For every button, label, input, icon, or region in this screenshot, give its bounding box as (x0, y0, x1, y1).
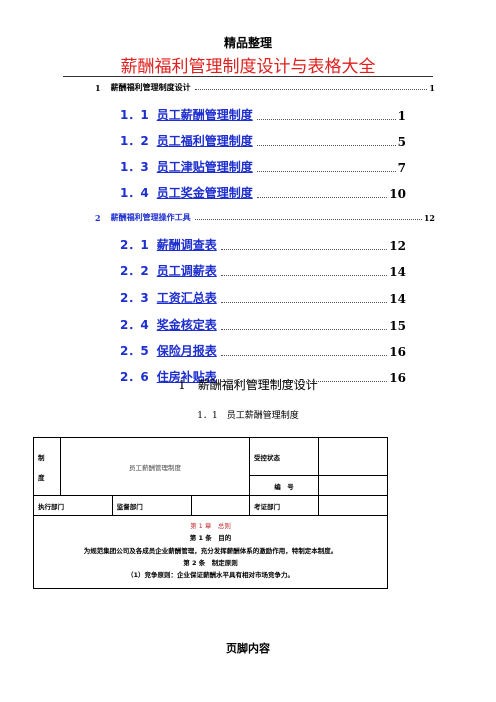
toc-number: 1．3 (120, 160, 149, 174)
toc-leader (194, 89, 428, 90)
toc-label: 员工津贴管理制度 (156, 160, 253, 174)
doc-name-cell: 员工薪酬管理制度 (60, 437, 250, 496)
toc-page: 12 (389, 239, 406, 253)
title-divider (63, 76, 433, 77)
verify-dept-label: 考证部门 (249, 495, 319, 516)
subsection-heading: 1．1 员工薪酬管理制度 (197, 411, 299, 421)
toc-leader (220, 329, 388, 330)
toc-entry-section-2[interactable]: 2 薪酬福利管理操作工具 12 (95, 212, 435, 223)
section-heading: 1 薪酬福利管理制度设计 (178, 378, 318, 392)
toc-page: 1 (429, 83, 435, 93)
toc-label: 员工调薪表 (156, 264, 217, 278)
toc-entry[interactable]: 1．2 员工福利管理制度 5 (120, 132, 406, 149)
control-status-value[interactable] (318, 437, 388, 476)
toc-entry[interactable]: 2．4 奖金核定表 15 (120, 316, 406, 333)
toc-leader (194, 219, 422, 220)
toc-leader (220, 355, 388, 356)
exec-dept-label: 执行部门 (33, 495, 113, 516)
toc-entry[interactable]: 2．3 工资汇总表 14 (120, 289, 406, 306)
toc-page: 14 (389, 292, 406, 306)
toc-leader (256, 119, 396, 120)
table-cell-system: 制度 (33, 437, 61, 496)
article-heading: 第 1 条 目的 (189, 534, 232, 543)
toc-page: 5 (397, 135, 406, 149)
toc-entry[interactable]: 1．4 员工奖金管理制度 10 (120, 184, 406, 201)
number-label: 编 号 (249, 475, 319, 496)
number-value[interactable] (318, 475, 388, 496)
toc-label: 薪酬调查表 (156, 238, 217, 252)
supervise-dept-label: 监督部门 (111, 495, 192, 516)
toc-number: 1．1 (120, 108, 149, 122)
toc-label: 员工福利管理制度 (156, 134, 253, 148)
toc-leader (256, 171, 396, 172)
toc-number: 1．4 (120, 186, 149, 200)
toc-leader (256, 145, 396, 146)
toc-entry[interactable]: 1．3 员工津贴管理制度 7 (120, 158, 406, 175)
toc-page: 16 (389, 345, 406, 359)
toc-number: 2．6 (120, 370, 149, 384)
toc-entry[interactable]: 2．2 员工调薪表 14 (120, 262, 406, 279)
policy-table: 制度 员工薪酬管理制度 受控状态 编 号 执行部门 监督部门 考证部门 第 1 … (33, 437, 388, 589)
toc-page: 10 (389, 187, 406, 201)
toc-leader (220, 275, 388, 276)
toc-entry[interactable]: 2．1 薪酬调查表 12 (120, 236, 406, 253)
document-title: 薪酬福利管理制度设计与表格大全 (120, 57, 376, 77)
toc-number: 2．5 (120, 344, 149, 358)
page-footer: 页脚内容 (226, 642, 270, 655)
toc-leader (220, 302, 388, 303)
toc-label: 薪酬福利管理操作工具 (110, 212, 191, 222)
toc-page: 7 (397, 161, 406, 175)
toc-leader (220, 381, 388, 382)
supervise-dept-value[interactable] (190, 495, 251, 516)
toc-label: 保险月报表 (156, 344, 217, 358)
toc-number: 1 (95, 83, 101, 93)
toc-page: 14 (389, 265, 406, 279)
toc-leader (220, 249, 388, 250)
toc-entry-section-1[interactable]: 1 薪酬福利管理制度设计 1 (95, 82, 435, 93)
article-text: （1）竞争原则：企业保证薪酬水平具有相对市场竞争力。 (126, 571, 295, 580)
header-label: 精品整理 (223, 36, 272, 50)
toc-label: 奖金核定表 (156, 318, 217, 332)
toc-label: 员工奖金管理制度 (156, 186, 253, 200)
toc-page: 15 (389, 319, 406, 333)
toc-page: 1 (397, 109, 406, 123)
toc-number: 2．4 (120, 318, 149, 332)
toc-label: 薪酬福利管理制度设计 (110, 82, 191, 92)
toc-leader (256, 197, 388, 198)
toc-page: 12 (423, 213, 435, 223)
toc-label: 住房补贴表 (156, 370, 217, 384)
toc-page: 16 (389, 371, 406, 385)
toc-label: 工资汇总表 (156, 291, 217, 305)
chapter-heading: 第 1 章 总则 (190, 522, 231, 530)
toc-entry[interactable]: 2．5 保险月报表 16 (120, 342, 406, 359)
toc-entry[interactable]: 2．6 住房补贴表 16 (120, 368, 406, 385)
toc-label: 员工薪酬管理制度 (156, 108, 253, 122)
control-status-label: 受控状态 (249, 437, 319, 476)
toc-number: 1．2 (120, 134, 149, 148)
article-text: 为规范集团公司及各成员企业薪酬管理，充分发挥薪酬体系的激励作用，特制定本制度。 (83, 546, 338, 555)
toc-number: 2．1 (120, 238, 149, 252)
toc-entry[interactable]: 1．1 员工薪酬管理制度 1 (120, 106, 406, 123)
toc-number: 2 (95, 213, 101, 223)
article-heading: 第 2 条 制定原则 (183, 559, 238, 568)
toc-number: 2．3 (120, 291, 149, 305)
toc-number: 2．2 (120, 264, 149, 278)
policy-content: 第 1 章 总则 第 1 条 目的 为规范集团公司及各成员企业薪酬管理，充分发挥… (33, 515, 388, 589)
verify-dept-value[interactable] (318, 495, 388, 516)
